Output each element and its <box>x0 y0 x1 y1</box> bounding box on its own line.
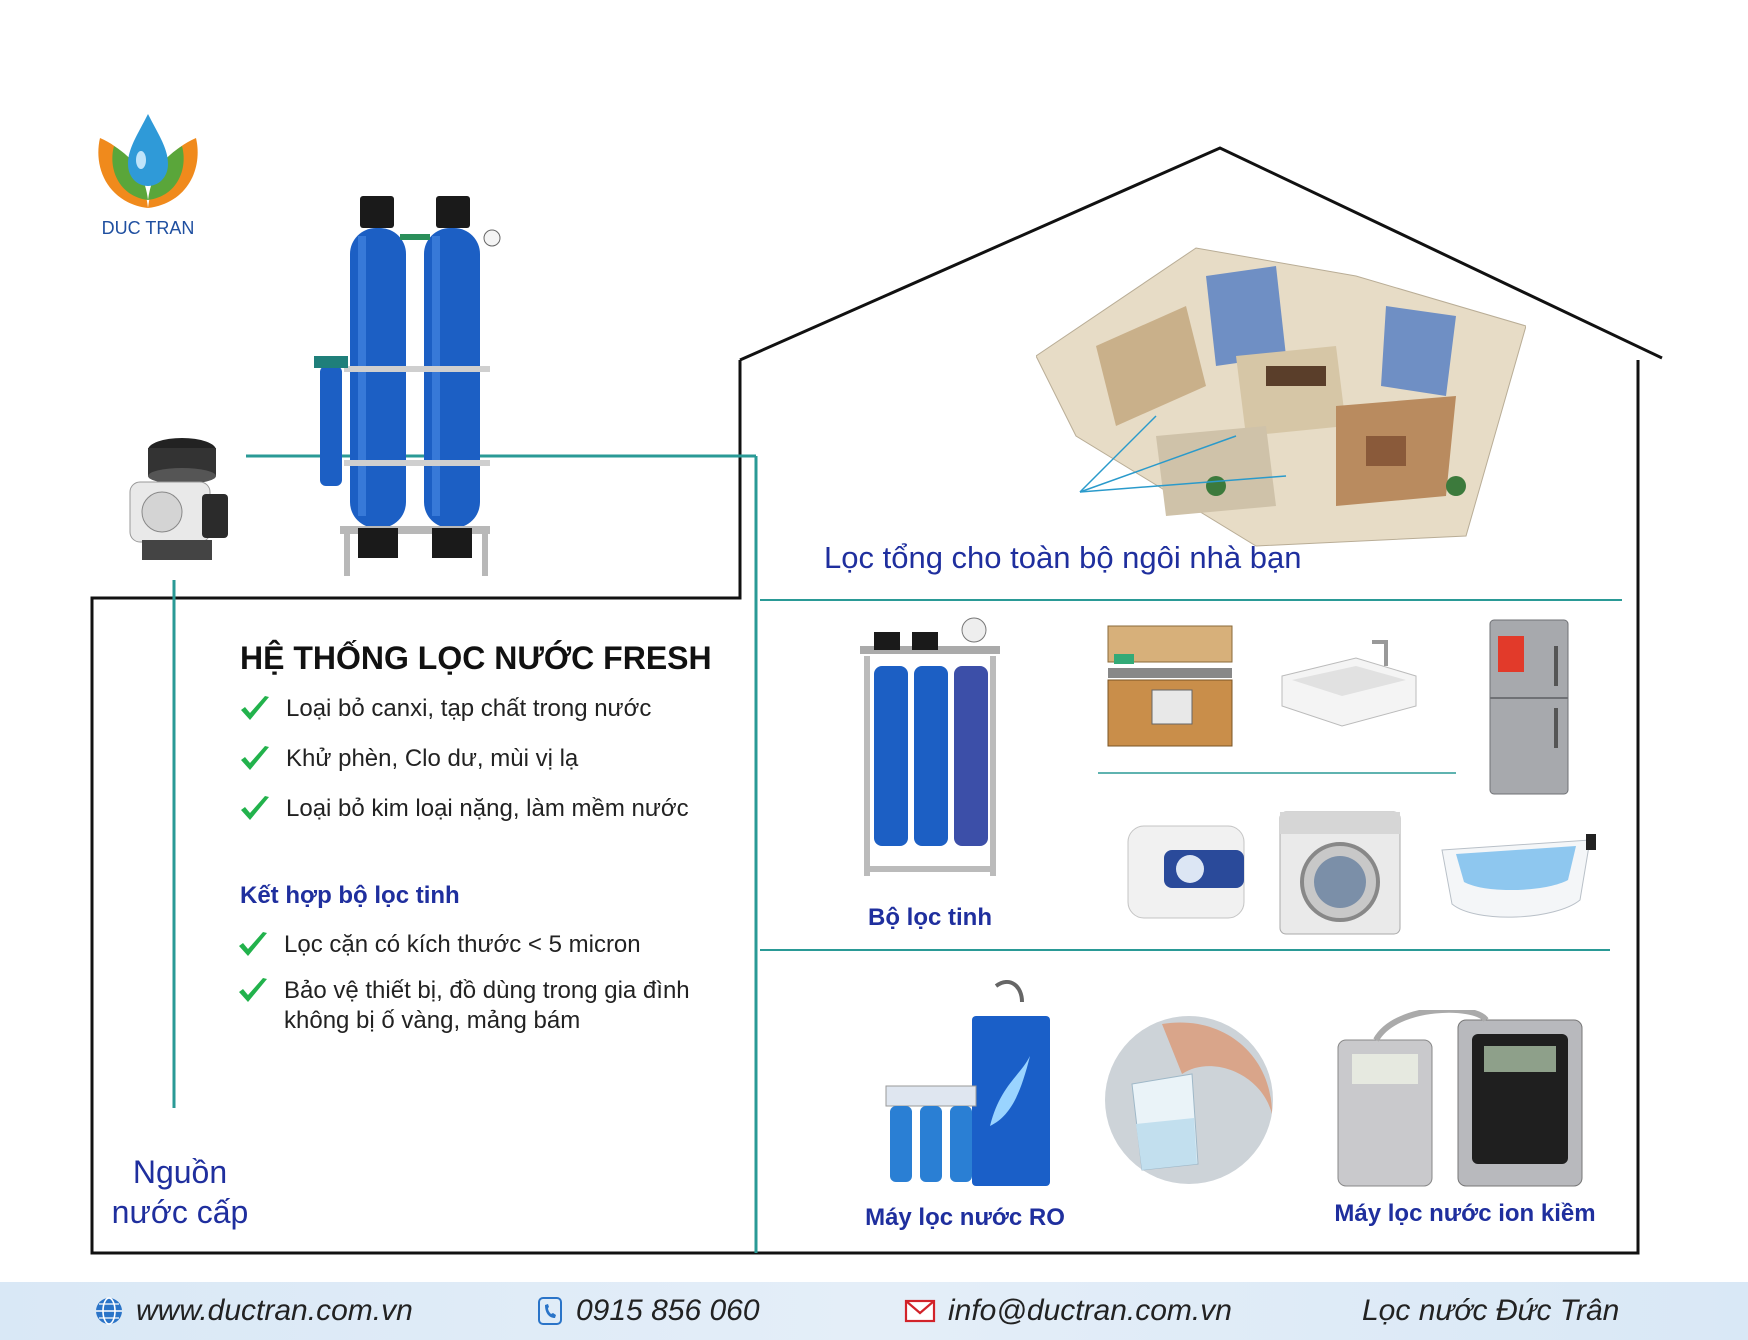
ion-machine-image <box>1337 1010 1583 1187</box>
washing-machine-image <box>1279 811 1401 935</box>
check-icon <box>239 978 267 1002</box>
caption-ion-machine: Máy lọc nước ion kiềm <box>1334 1200 1596 1227</box>
water-heater-image <box>1127 825 1245 919</box>
footer-email-text: info@ductran.com.vn <box>948 1294 1232 1327</box>
brand-logo: DUC TRAN <box>88 108 208 238</box>
drinking-water-image <box>1105 1016 1273 1184</box>
bullet-text: Khử phèn, Clo dư, mùi vị lạ <box>286 745 579 772</box>
floor-plan-image <box>1036 247 1526 547</box>
source-label: Nguồn nước cấp <box>100 1152 260 1232</box>
logo-icon <box>98 114 198 208</box>
bathtub-image <box>1441 834 1596 918</box>
bullet-text: Loại bỏ canxi, tạp chất trong nước <box>286 695 652 722</box>
bullet-text: Lọc cặn có kích thước < 5 micron <box>284 931 641 958</box>
list-item: Bảo vệ thiết bị, đồ dùng trong gia đình … <box>236 976 690 1036</box>
footer-bar: www.ductran.com.vn 0915 856 060 info@duc… <box>0 1282 1748 1340</box>
kitchen-image <box>1107 625 1233 747</box>
bullet-line-1: Bảo vệ thiết bị, đồ dùng trong gia đình <box>284 977 690 1004</box>
system-title: HỆ THỐNG LỌC NƯỚC FRESH <box>240 640 712 676</box>
sink-image <box>1281 640 1417 727</box>
caption-ro-machine: Máy lọc nước RO <box>865 1204 1065 1231</box>
fine-filter-image <box>860 617 1000 876</box>
list-item: Loại bỏ kim loại nặng, làm mềm nước <box>238 794 689 824</box>
mail-icon <box>904 1299 936 1323</box>
footer-website-text: www.ductran.com.vn <box>136 1294 413 1327</box>
globe-icon <box>96 1297 122 1325</box>
check-icon <box>241 796 269 820</box>
footer-phone[interactable]: 0915 856 060 <box>536 1294 760 1328</box>
house-headline: Lọc tổng cho toàn bộ ngôi nhà bạn <box>824 540 1302 575</box>
list-item: Loại bỏ canxi, tạp chất trong nước <box>238 694 651 724</box>
check-icon <box>241 746 269 770</box>
list-item: Lọc cặn có kích thước < 5 micron <box>236 930 641 960</box>
phone-icon <box>538 1297 562 1325</box>
bullet-text: Loại bỏ kim loại nặng, làm mềm nước <box>286 795 689 822</box>
combo-title: Kết hợp bộ lọc tinh <box>240 882 460 909</box>
list-item: Khử phèn, Clo dư, mùi vị lạ <box>238 744 578 774</box>
brand-name: DUC TRAN <box>101 218 195 238</box>
bullet-line-2: không bị ố vàng, mảng bám <box>284 1007 581 1034</box>
refrigerator-image <box>1489 619 1569 795</box>
footer-phone-text: 0915 856 060 <box>576 1294 760 1327</box>
house-roof <box>739 146 1663 362</box>
check-icon <box>239 932 267 956</box>
caption-fine-filter: Bộ lọc tinh <box>868 904 992 931</box>
footer-email[interactable]: info@ductran.com.vn <box>904 1294 1232 1328</box>
pump-image <box>129 438 228 560</box>
footer-tagline: Lọc nước Đức Trân <box>1362 1294 1620 1327</box>
ro-machine-image <box>885 980 1050 1186</box>
check-icon <box>241 696 269 720</box>
fresh-tank-system-image <box>314 196 501 576</box>
source-line-2: nước cấp <box>111 1194 249 1230</box>
house-outline <box>90 360 1640 1255</box>
bullet-text: Bảo vệ thiết bị, đồ dùng trong gia đình … <box>284 976 690 1036</box>
footer-website[interactable]: www.ductran.com.vn <box>94 1294 413 1328</box>
source-line-1: Nguồn <box>132 1154 228 1190</box>
